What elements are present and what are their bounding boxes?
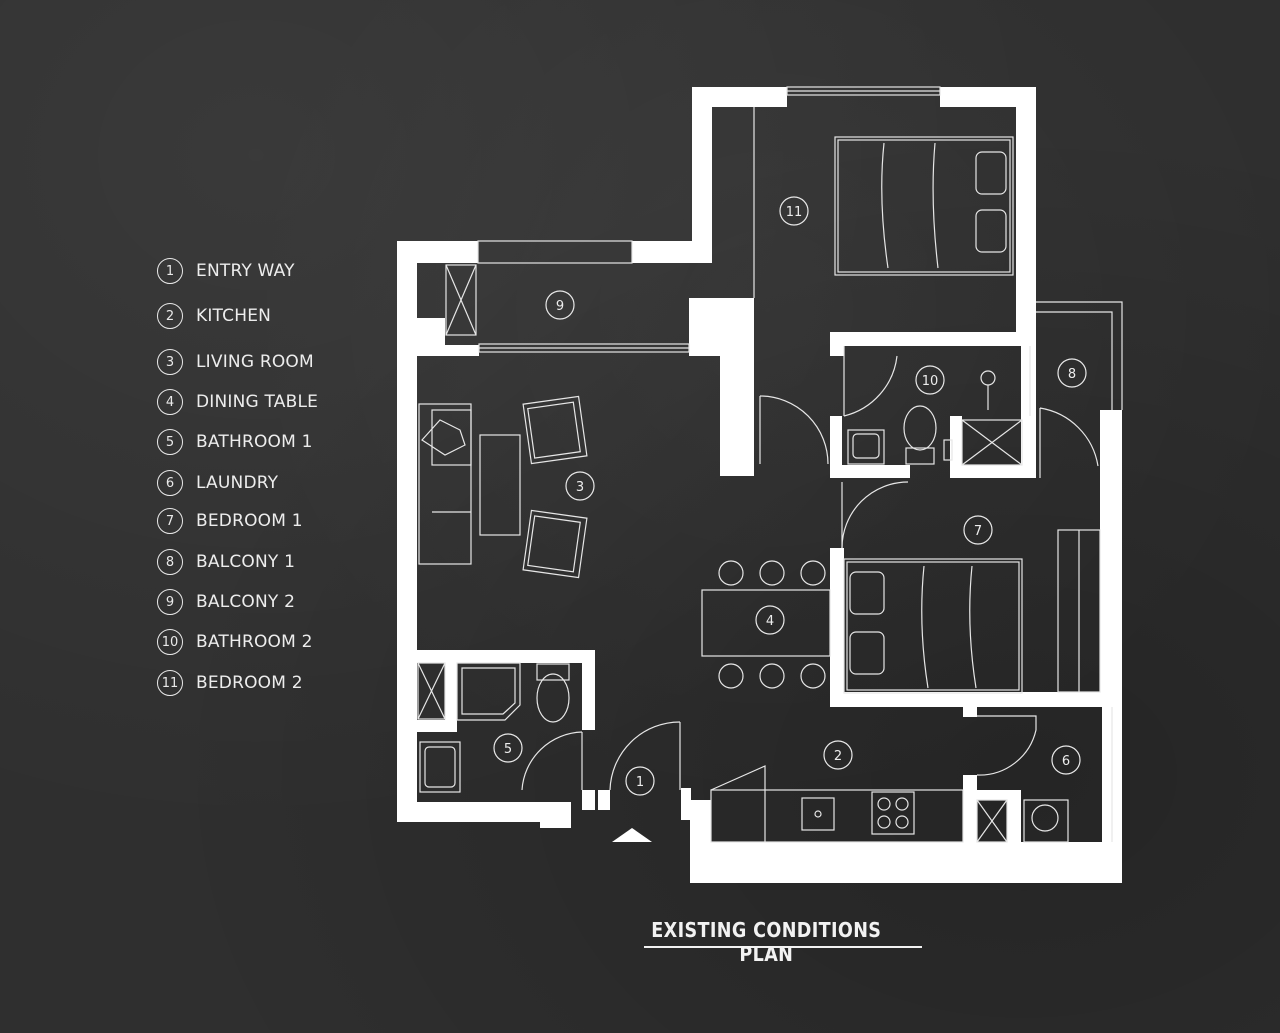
legend-number: 5 — [157, 429, 183, 455]
svg-text:10: 10 — [922, 374, 939, 389]
room-tag: 9 — [545, 290, 575, 320]
room-tag: 6 — [1051, 745, 1081, 775]
svg-text:7: 7 — [974, 524, 982, 539]
legend-label: BALCONY 2 — [196, 592, 296, 612]
legend-item: 2 KITCHEN — [157, 303, 271, 329]
svg-text:8: 8 — [1068, 367, 1076, 382]
legend-label: BEDROOM 2 — [196, 673, 303, 693]
svg-text:6: 6 — [1062, 754, 1070, 769]
svg-text:9: 9 — [556, 299, 564, 314]
room-tag: 10 — [915, 365, 945, 395]
room-tag: 5 — [493, 733, 523, 763]
legend-item: 7 BEDROOM 1 — [157, 508, 303, 534]
svg-text:2: 2 — [834, 749, 842, 764]
plan-lines — [417, 86, 1123, 843]
legend-number: 2 — [157, 303, 183, 329]
legend-number: 3 — [157, 349, 183, 375]
legend-item: 4 DINING TABLE — [157, 389, 318, 415]
plan-title: EXISTING CONDITIONS PLAN — [651, 918, 882, 966]
legend-item: 6 LAUNDRY — [157, 470, 278, 496]
room-tag: 7 — [963, 515, 993, 545]
legend-label: BALCONY 1 — [196, 552, 296, 572]
svg-text:1: 1 — [636, 775, 644, 790]
legend-label: ENTRY WAY — [196, 261, 295, 281]
legend-label: LIVING ROOM — [196, 352, 314, 372]
room-tags: 1 2 3 4 5 6 7 8 — [493, 196, 1087, 796]
legend-number: 11 — [157, 670, 183, 696]
title-underline — [644, 946, 922, 948]
legend-label: BATHROOM 1 — [196, 432, 313, 452]
room-tag: 4 — [755, 605, 785, 635]
legend-label: DINING TABLE — [196, 392, 319, 412]
svg-text:5: 5 — [504, 742, 512, 757]
legend-number: 6 — [157, 470, 183, 496]
legend-item: 9 BALCONY 2 — [157, 589, 295, 615]
legend-number: 4 — [157, 389, 183, 415]
legend-number: 9 — [157, 589, 183, 615]
legend-number: 7 — [157, 508, 183, 534]
svg-text:4: 4 — [766, 614, 774, 629]
entry-arrow-icon — [612, 828, 652, 842]
room-tag: 2 — [823, 740, 853, 770]
room-tag: 3 — [565, 471, 595, 501]
legend-item: 8 BALCONY 1 — [157, 549, 295, 575]
room-tag: 11 — [779, 196, 809, 226]
legend-label: LAUNDRY — [196, 473, 279, 493]
room-tag: 8 — [1057, 358, 1087, 388]
legend-item: 1 ENTRY WAY — [157, 258, 295, 284]
svg-text:11: 11 — [786, 205, 803, 220]
legend-label: BATHROOM 2 — [196, 632, 313, 652]
legend-item: 3 LIVING ROOM — [157, 349, 314, 375]
legend-label: KITCHEN — [196, 306, 272, 326]
legend-number: 1 — [157, 258, 183, 284]
legend-item: 10 BATHROOM 2 — [157, 629, 313, 655]
legend-number: 10 — [157, 629, 183, 655]
legend-item: 5 BATHROOM 1 — [157, 429, 313, 455]
room-tag: 1 — [625, 766, 655, 796]
legend-label: BEDROOM 1 — [196, 511, 303, 531]
legend-number: 8 — [157, 549, 183, 575]
svg-text:3: 3 — [576, 480, 584, 495]
legend-item: 11 BEDROOM 2 — [157, 670, 303, 696]
